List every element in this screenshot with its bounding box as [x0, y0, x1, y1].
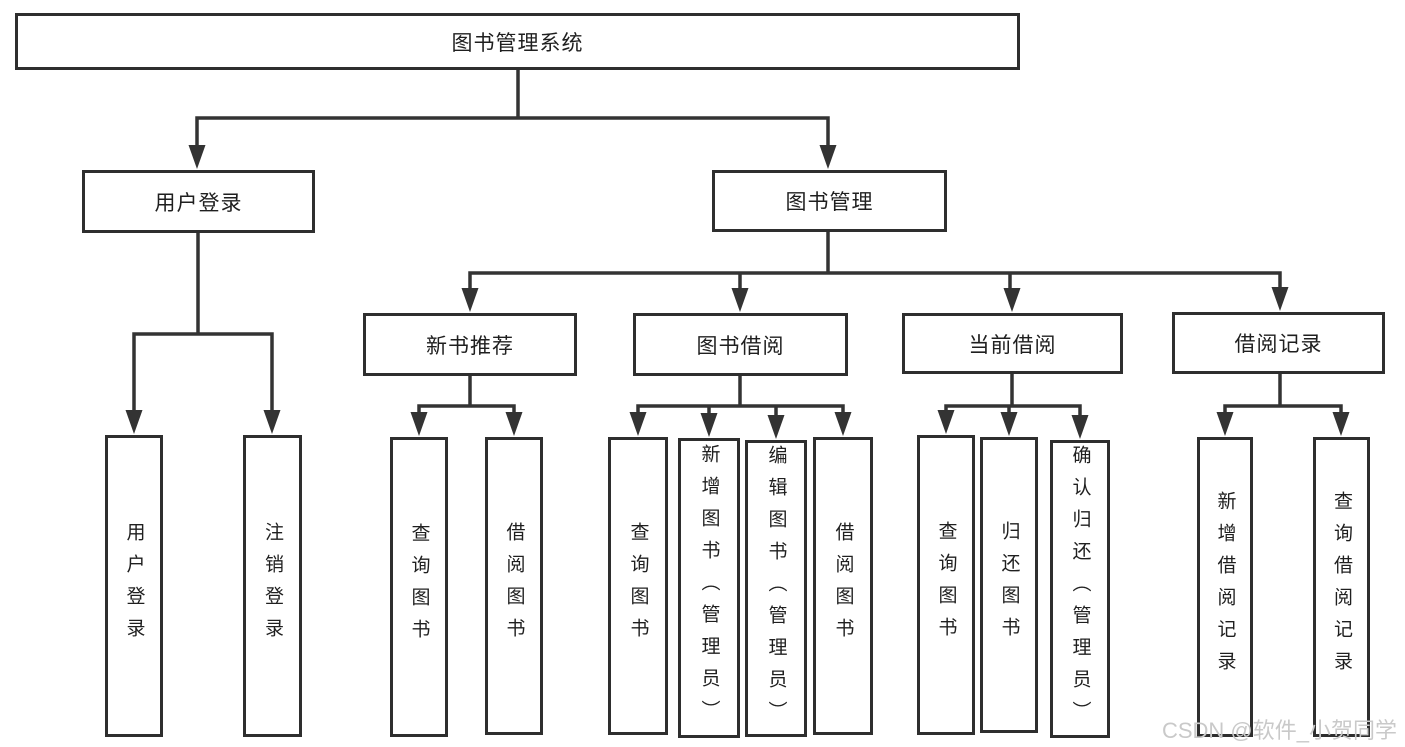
- leaf-newbooks-borrow-books: 借阅图书: [485, 437, 543, 735]
- leaf-records-query-record: 查询借阅记录: [1313, 437, 1370, 737]
- leaf-records-add-record: 新增借阅记录: [1197, 437, 1253, 737]
- leaf-current-query-books: 查询图书: [917, 435, 975, 735]
- node-root-label: 图书管理系统: [451, 31, 584, 55]
- leaf-user-login-label: 用户登录: [123, 522, 145, 650]
- node-book-borrowing: 图书借阅: [633, 313, 848, 376]
- node-root: 图书管理系统: [15, 13, 1020, 70]
- leaf-borrowing-edit-books-admin-label: 编辑图书（管理员）: [765, 444, 787, 733]
- leaf-logout: 注销登录: [243, 435, 302, 737]
- node-user-login: 用户登录: [82, 170, 315, 233]
- leaf-borrowing-borrow-books-label: 借阅图书: [832, 522, 854, 650]
- leaf-current-query-books-label: 查询图书: [935, 521, 957, 649]
- leaf-current-confirm-return-admin: 确认归还（管理员）: [1050, 440, 1110, 738]
- node-borrowing-records: 借阅记录: [1172, 312, 1385, 374]
- leaf-borrowing-add-books-admin: 新增图书（管理员）: [678, 438, 740, 738]
- leaf-current-confirm-return-admin-label: 确认归还（管理员）: [1069, 445, 1091, 733]
- leaf-current-return-books-label: 归还图书: [998, 521, 1020, 649]
- leaf-current-return-books: 归还图书: [980, 437, 1038, 733]
- node-new-book-recommend-label: 新书推荐: [426, 334, 514, 358]
- node-book-borrowing-label: 图书借阅: [696, 334, 785, 358]
- node-book-management: 图书管理: [712, 170, 947, 232]
- node-current-borrowing-label: 当前借阅: [968, 333, 1057, 357]
- leaf-borrowing-borrow-books: 借阅图书: [813, 437, 873, 735]
- leaf-borrowing-edit-books-admin: 编辑图书（管理员）: [745, 440, 807, 737]
- node-new-book-recommend: 新书推荐: [363, 313, 577, 376]
- leaf-records-add-record-label: 新增借阅记录: [1214, 491, 1236, 683]
- leaf-newbooks-query-books: 查询图书: [390, 437, 448, 737]
- leaf-borrowing-add-books-admin-label: 新增图书（管理员）: [698, 444, 720, 732]
- leaf-user-login: 用户登录: [105, 435, 163, 737]
- leaf-newbooks-borrow-books-label: 借阅图书: [503, 522, 525, 650]
- arrowheads: [125, 145, 1350, 439]
- leaf-borrowing-query-books: 查询图书: [608, 437, 668, 735]
- node-book-management-label: 图书管理: [785, 191, 874, 214]
- node-current-borrowing: 当前借阅: [902, 313, 1123, 374]
- node-user-login-label: 用户登录: [154, 191, 243, 215]
- node-borrowing-records-label: 借阅记录: [1234, 333, 1323, 356]
- leaf-newbooks-query-books-label: 查询图书: [408, 523, 430, 651]
- leaf-logout-label: 注销登录: [262, 522, 283, 650]
- leaf-borrowing-query-books-label: 查询图书: [627, 522, 649, 650]
- leaf-records-query-record-label: 查询借阅记录: [1331, 491, 1352, 683]
- csdn-watermark: CSDN @软件_小贺同学: [1161, 718, 1397, 743]
